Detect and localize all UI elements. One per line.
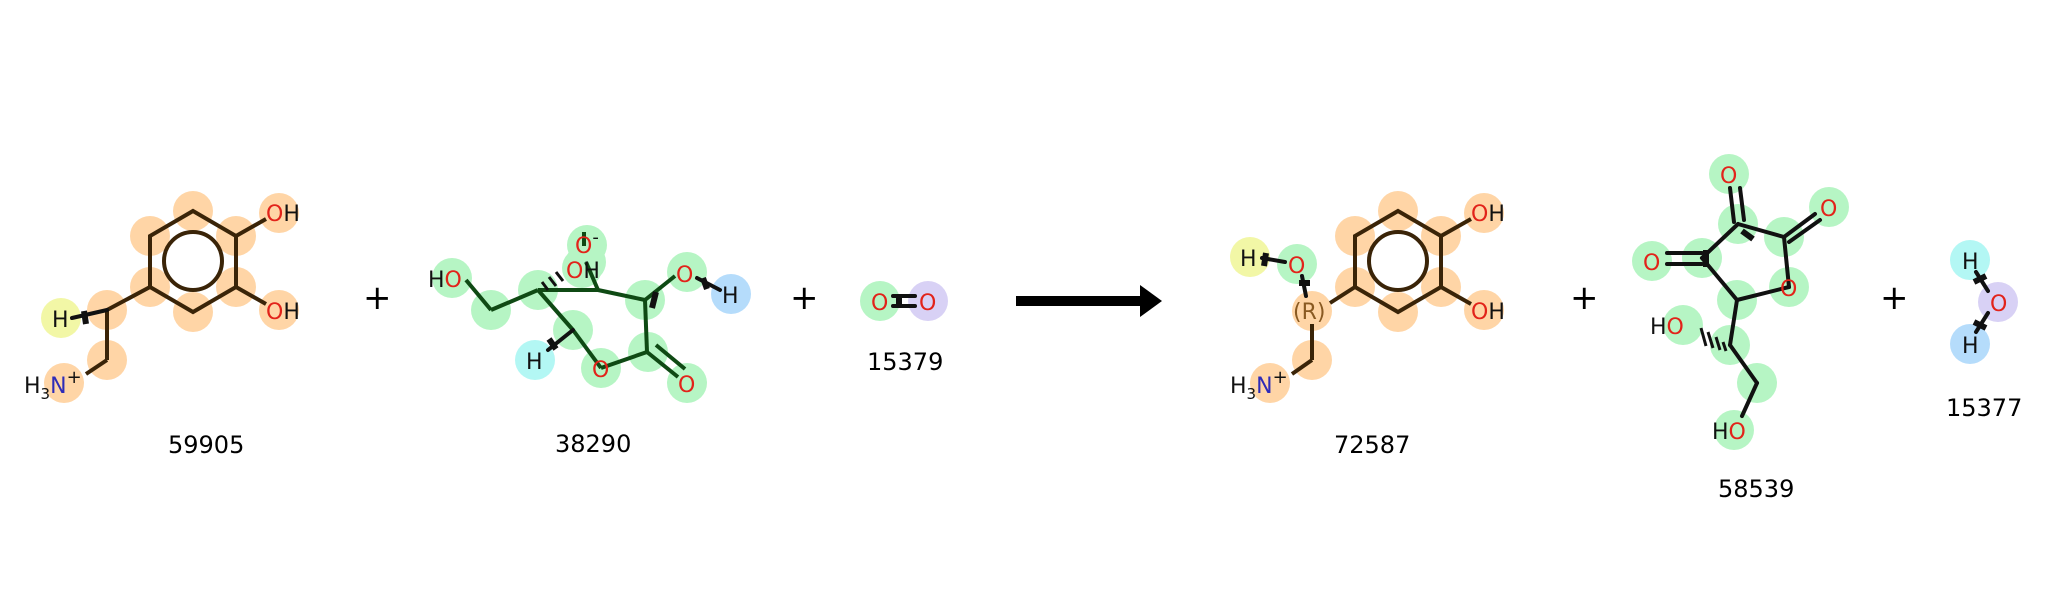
atom-H: H (1962, 334, 1979, 359)
atom-O: O (1820, 197, 1837, 222)
molecule-59905: OH OH H H3N+ 59905 (24, 191, 300, 459)
atom-O: O (1990, 292, 2007, 317)
molecule-58539: O O O O HO HO 58539 (1632, 154, 1849, 503)
atom-HO: HO (428, 268, 462, 293)
plus-sign: + (1570, 278, 1599, 318)
atom-labels: HO O- OH O H H O O (428, 227, 739, 398)
atom-OH: OH (266, 202, 300, 227)
atom-O: O (919, 291, 936, 316)
bonds (1665, 186, 1822, 418)
molecule-15377: H O H 15377 (1946, 240, 2022, 422)
atom-O-minus: O- (575, 227, 599, 259)
molecule-38290: HO O- OH O H H O O 38290 (428, 225, 751, 458)
molecule-id: 15377 (1946, 394, 2022, 422)
molecule-id: 38290 (555, 430, 631, 458)
atom-labels: OH OH H H3N+ (24, 202, 300, 403)
bonds (464, 232, 722, 379)
bonds (1260, 208, 1472, 376)
atom-H: H (1962, 250, 1979, 275)
reaction-arrow (1016, 285, 1162, 317)
atom-OH: OH (1471, 300, 1505, 325)
plus-sign: + (1880, 278, 1909, 318)
molecule-15379: O O 15379 (860, 281, 948, 376)
atom-O: O (1720, 164, 1737, 189)
atom-labels: O O O O HO HO (1643, 164, 1837, 445)
atom-H: H (722, 284, 739, 309)
atom-OH: OH (566, 259, 600, 284)
atom-O: O (678, 373, 695, 398)
atom-H3N-plus: H3N+ (1230, 367, 1288, 403)
plus-sign: + (363, 278, 392, 318)
molecule-id: 59905 (168, 431, 244, 459)
atom-O: O (1643, 251, 1660, 276)
plus-sign: + (790, 278, 819, 318)
atom-O: O (1288, 254, 1305, 279)
molecule-id: 72587 (1334, 431, 1410, 459)
atom-HO: HO (1650, 315, 1684, 340)
bonds (70, 208, 267, 376)
atom-O: O (676, 263, 693, 288)
atom-O: O (871, 291, 888, 316)
atom-labels: OH OH H O (R) H3N+ (1230, 202, 1505, 403)
atom-OH: OH (266, 300, 300, 325)
atom-H: H (52, 308, 69, 333)
atom-OH: OH (1471, 202, 1505, 227)
atom-HO: HO (1712, 420, 1746, 445)
atom-H: H (1240, 247, 1257, 272)
molecule-id: 15379 (867, 348, 943, 376)
atom-H: H (526, 350, 543, 375)
stereo-label-R: (R) (1293, 300, 1325, 325)
atom-O: O (1780, 277, 1797, 302)
molecule-72587: OH OH H O (R) H3N+ 72587 (1230, 191, 1505, 459)
molecule-id: 58539 (1718, 475, 1794, 503)
atom-O: O (592, 358, 609, 383)
atom-H3N-plus: H3N+ (24, 367, 82, 403)
